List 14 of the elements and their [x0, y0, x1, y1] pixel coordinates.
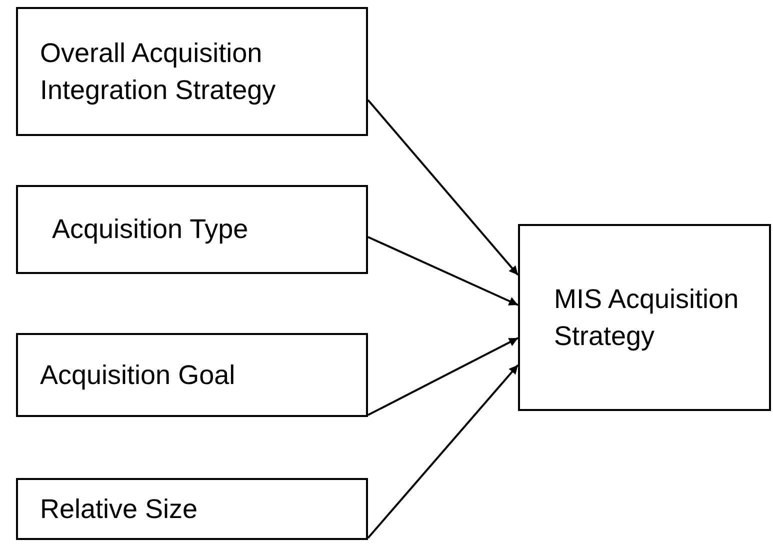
- process-box: [16, 333, 368, 417]
- box-label: Acquisition Goal: [40, 358, 236, 392]
- box-label: Acquisition Type: [52, 213, 248, 246]
- process-box: [16, 478, 368, 540]
- box-label: Relative Size: [40, 492, 198, 526]
- box-label: MIS Acquisition Strategy: [554, 283, 740, 353]
- box-label: Overall Acquisition Integration Strategy: [40, 37, 277, 107]
- process-box: [16, 7, 368, 136]
- process-box: [16, 185, 368, 274]
- arrow: [368, 337, 518, 416]
- process-box: [518, 224, 771, 411]
- arrow: [367, 99, 519, 276]
- arrow: [367, 364, 519, 539]
- arrow: [368, 236, 518, 306]
